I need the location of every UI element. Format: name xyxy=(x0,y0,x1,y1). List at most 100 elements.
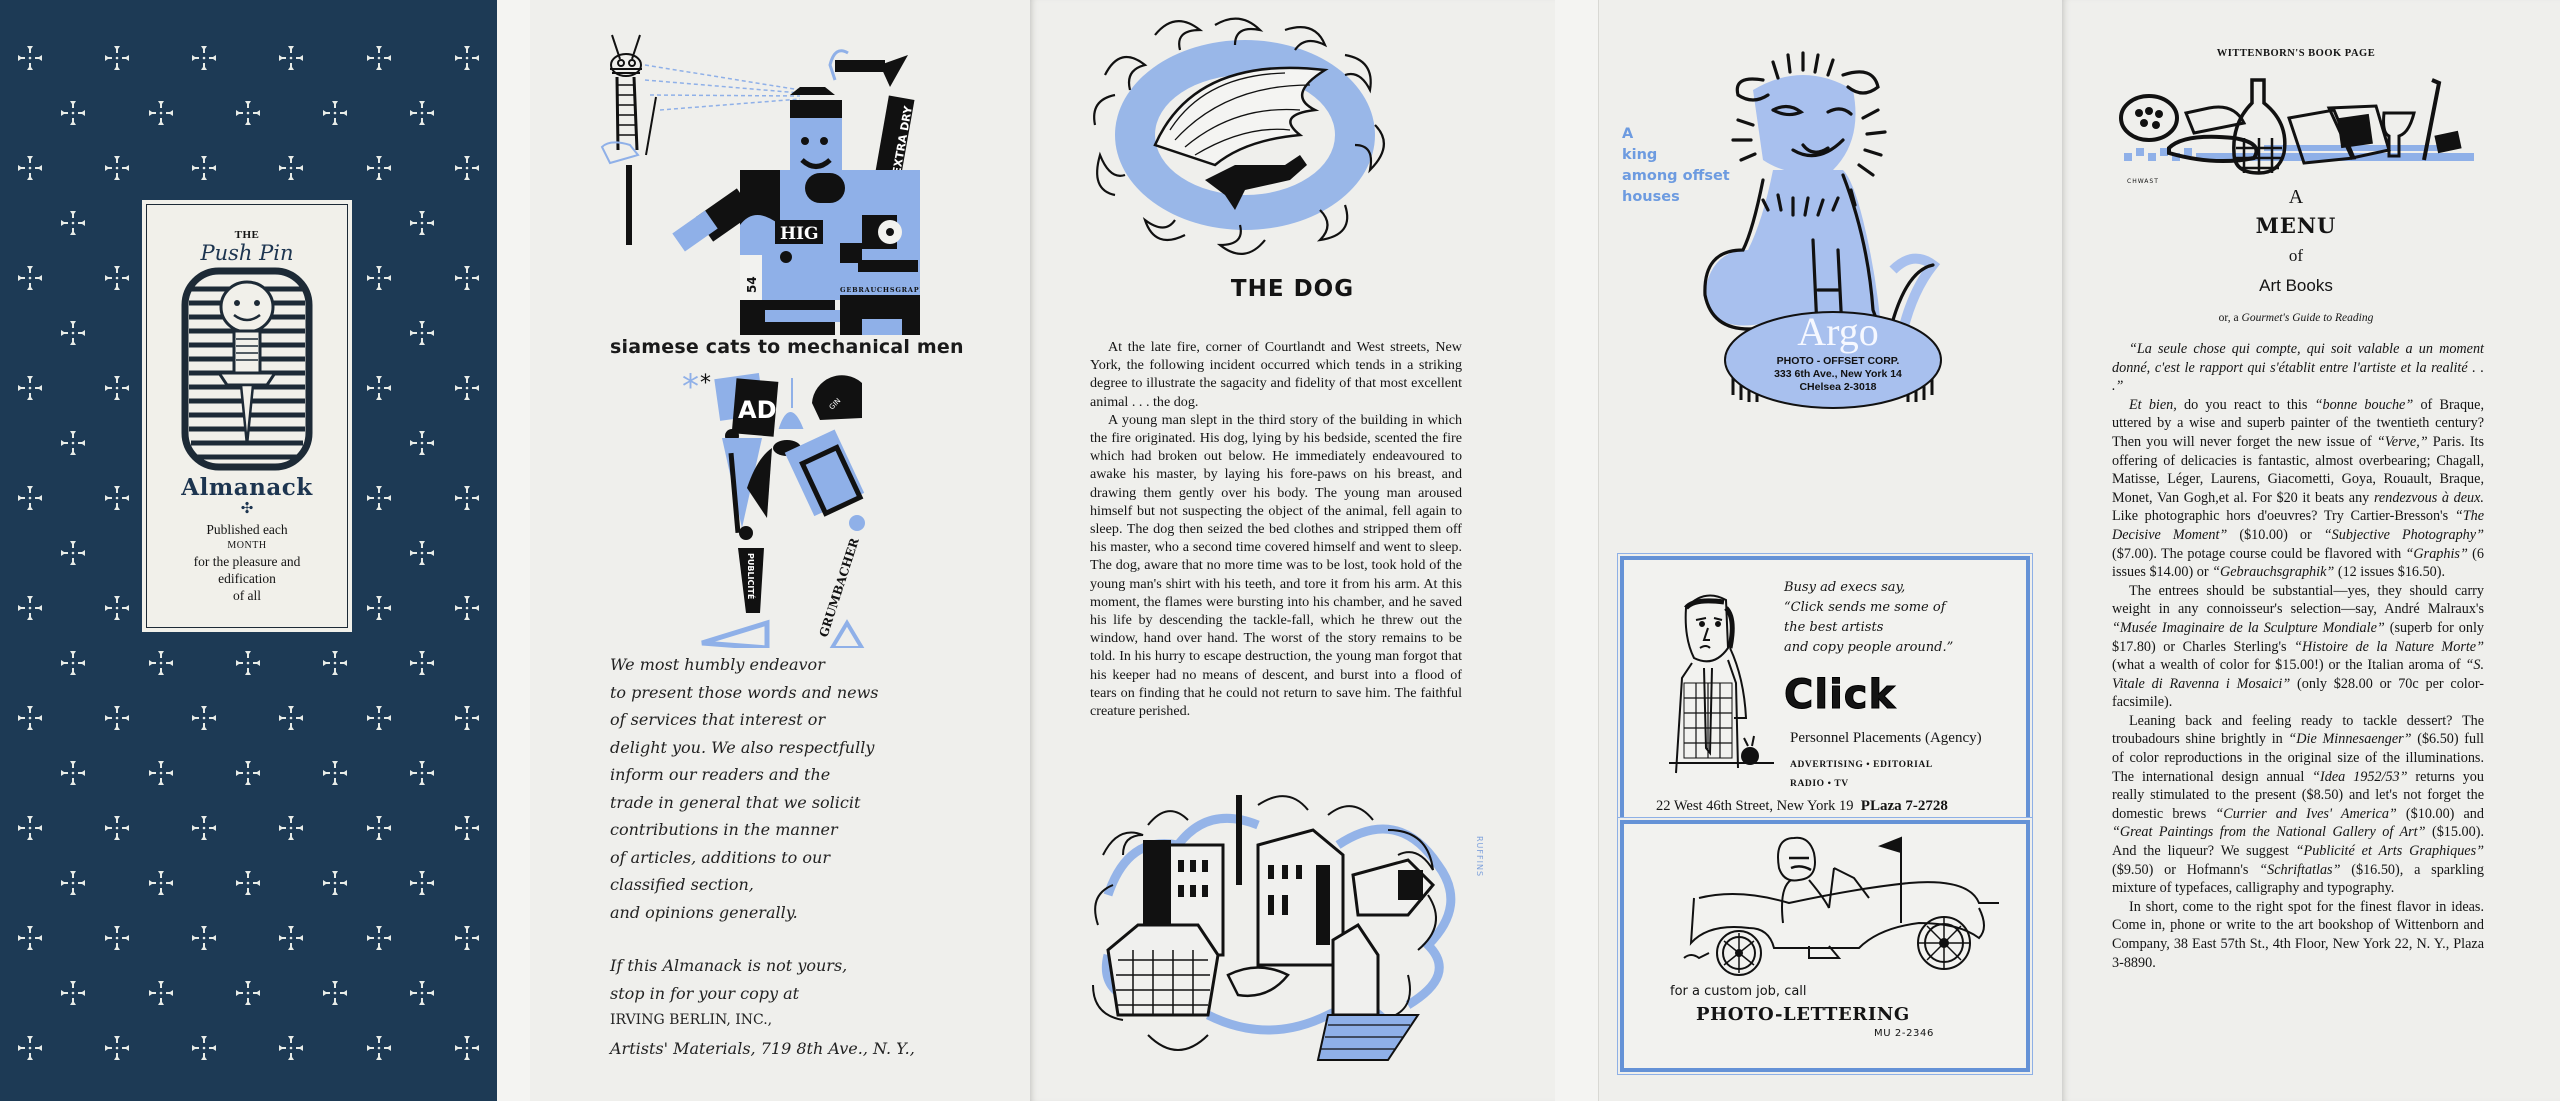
push-pin-motif-icon xyxy=(17,705,43,731)
photo-lettering-phone: MU 2-2346 xyxy=(1874,1028,1934,1039)
article-body: At the late fire, corner of Courtlandt a… xyxy=(1090,338,1462,720)
body-text: In short, come to the right spot for the… xyxy=(2112,898,2484,971)
push-pin-motif-icon xyxy=(409,210,435,236)
body-text: ($9.50) or Hofmann's xyxy=(2112,861,2260,878)
push-pin-motif-icon xyxy=(278,815,304,841)
click-address: 22 West 46th Street, New York 19 xyxy=(1656,798,1854,814)
closing-lines: If this Almanack is not yours, stop in fo… xyxy=(610,952,915,1007)
push-pin-motif-icon xyxy=(60,430,86,456)
intro-lines: We most humbly endeavor to present those … xyxy=(610,651,915,926)
publisher-statement: We most humbly endeavor to present those … xyxy=(610,651,915,1062)
body-text: do you react to this xyxy=(2176,396,2315,413)
push-pin-motif-icon xyxy=(454,925,480,951)
book-title-text: “S. Vitale di Ravenna i Mosaici” xyxy=(2112,657,2484,692)
tagline-line: A xyxy=(1622,126,1634,142)
push-pin-motif-icon xyxy=(104,1035,130,1061)
body-text: (superb for only $17.80) or Charles Ster… xyxy=(2112,619,2484,655)
body-text: ($6.50) full of color reproductions in t… xyxy=(2112,731,2484,785)
ad-label: AD xyxy=(738,396,777,424)
push-pin-motif-icon xyxy=(148,100,174,126)
statement-line: classified section, xyxy=(610,875,754,894)
statement-line: If this Almanack is not yours, xyxy=(610,956,848,975)
statement-line: of articles, additions to our xyxy=(610,847,830,867)
click-logo: Click xyxy=(1783,672,1897,719)
push-pin-motif-icon xyxy=(235,100,261,126)
push-pin-motif-icon xyxy=(17,1035,43,1061)
push-pin-motif-icon xyxy=(60,760,86,786)
book-title-text: “Histoire de la Nature Morte” xyxy=(2294,638,2484,655)
click-services: ADVERTISING • EDITORIAL RADIO • TV xyxy=(1790,756,1933,794)
push-pin-motif-icon xyxy=(60,100,86,126)
push-pin-motif-icon xyxy=(191,925,217,951)
statement-line: inform our readers and the xyxy=(610,765,831,784)
click-contact: 22 West 46th Street, New York 19 PLaza 7… xyxy=(1656,798,1948,815)
book-title-text: “Currier and Ives' America” xyxy=(2215,805,2397,822)
push-pin-motif-icon xyxy=(104,925,130,951)
page-advertisements: A king among offset houses Argo PHOTO - … xyxy=(1598,0,2062,1101)
push-pin-motif-icon xyxy=(235,760,261,786)
book-title-text: “Great Paintings from the National Galle… xyxy=(2112,824,2426,841)
issue-number-label: 54 xyxy=(745,276,759,293)
page-wittenborn-book-page: WITTENBORN'S BOOK PAGE CHWAST A MENU of … xyxy=(2062,0,2560,1101)
argo-tagline: A king among offset houses xyxy=(1622,124,1730,208)
argo-address: 333 6th Ave., New York 14 xyxy=(1774,368,1902,380)
cover-script-title: Push Pin xyxy=(200,241,294,265)
cover-line5: of all xyxy=(232,588,262,603)
push-pin-motif-icon xyxy=(454,155,480,181)
click-quote: Busy ad execs say, “Click sends me some … xyxy=(1784,578,1953,658)
article-paragraph: At the late fire, corner of Courtlandt a… xyxy=(1090,339,1462,410)
hig-label: HIG xyxy=(780,224,819,244)
book-menu-body: “La seule chose qui compte, qui soit val… xyxy=(2112,340,2484,972)
subtitle-text: Gourmet's Guide to Reading xyxy=(2241,312,2374,324)
argo-details: PHOTO - OFFSET CORP. 333 6th Ave., New Y… xyxy=(1718,355,1958,394)
body-text: ($16.50), a sparkling mixture of typefac… xyxy=(2112,861,2484,897)
svg-text:*: * xyxy=(700,371,711,396)
push-pin-motif-icon xyxy=(17,815,43,841)
artist-credit: CHWAST xyxy=(2127,178,2159,185)
gebrauchsgraphik-label: GEBRAUCHSGRAPHIK xyxy=(840,286,920,294)
book-title-text: “Graphis” xyxy=(2405,545,2468,562)
body-text: The entrees should be substantial—yes, t… xyxy=(2112,582,2484,618)
menu-paragraph: In short, come to the right spot for the… xyxy=(2112,898,2484,972)
push-pin-motif-icon xyxy=(104,375,130,401)
push-pin-motif-icon xyxy=(235,980,261,1006)
push-pin-motif-icon xyxy=(104,485,130,511)
photo-lettering-ad: for a custom job, call PHOTO-LETTERING M… xyxy=(1620,820,2030,1072)
push-pin-motif-icon xyxy=(278,45,304,71)
title-a: A xyxy=(2288,186,2304,208)
man-on-phone-illustration xyxy=(1669,594,1774,774)
quote-line: the best artists xyxy=(1784,620,1884,635)
click-agency-ad: Busy ad execs say, “Click sends me some … xyxy=(1620,556,2030,824)
push-pin-motif-icon xyxy=(148,650,174,676)
title-art-books: Art Books xyxy=(2259,276,2333,295)
statement-line: delight you. We also respectfully xyxy=(610,737,875,757)
push-pin-motif-icon xyxy=(366,155,392,181)
push-pin-motif-icon xyxy=(322,650,348,676)
push-pin-motif-icon xyxy=(60,980,86,1006)
push-pin-motif-icon xyxy=(454,45,480,71)
statement-line: of services that interest or xyxy=(610,710,826,729)
quote-line: Busy ad execs say, xyxy=(1784,580,1906,595)
body-text: (only $28.00 or 70c per color-facsimile)… xyxy=(2112,675,2484,711)
subtitle-prefix: or, a xyxy=(2218,312,2242,324)
click-phone: PLaza 7-2728 xyxy=(1860,798,1948,814)
statement-line: stop in for your copy at xyxy=(610,983,800,1003)
push-pin-motif-icon xyxy=(104,265,130,291)
body-text: (what a wealth of color for $15.00!) or … xyxy=(2112,657,2466,674)
photo-lettering-name: PHOTO-LETTERING xyxy=(1696,1004,1910,1025)
publicite-label: PUBLICITÉ xyxy=(746,553,757,599)
cover-line4: edification xyxy=(218,571,276,586)
push-pin-motif-icon xyxy=(409,760,435,786)
push-pin-motif-icon xyxy=(60,870,86,896)
svg-text:*: * xyxy=(682,368,699,407)
statement-line: to present those words and news xyxy=(610,682,879,702)
cover-line1: Published each xyxy=(206,522,288,537)
car-driver-illustration xyxy=(1683,836,1999,976)
statement-line: We most humbly endeavor xyxy=(610,655,825,674)
body-text: ($15.00). And the liqueur? We suggest xyxy=(2112,824,2484,860)
tagline-line: houses xyxy=(1622,189,1680,205)
winged-dog-illustration xyxy=(1093,17,1385,255)
body-text: of Braque, uttered by a wise and superb … xyxy=(2112,396,2484,450)
push-pin-motif-icon xyxy=(17,485,43,511)
push-pin-face-icon xyxy=(181,267,313,471)
